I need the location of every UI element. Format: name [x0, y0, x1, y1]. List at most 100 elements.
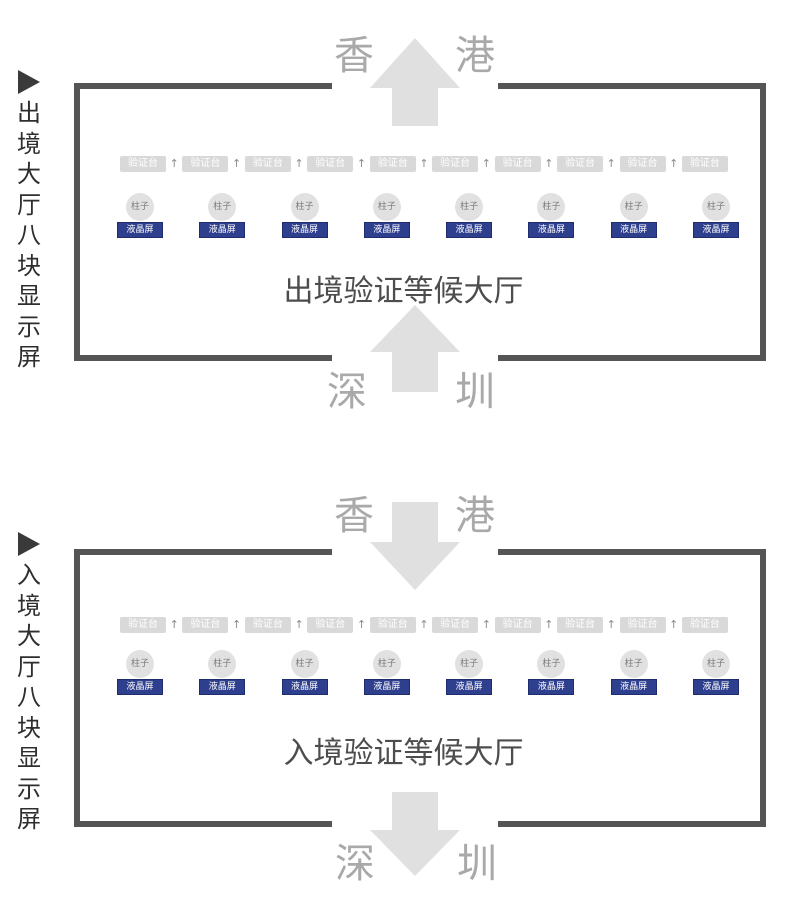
small-up-arrow-icon: ↑ [232, 618, 242, 631]
display-unit: 柱子 液晶屏 [277, 650, 333, 695]
inspection-counter: 验证台 [494, 617, 541, 633]
down-arrow-icon [370, 502, 460, 590]
pillar: 柱子 [290, 650, 319, 678]
inspection-counter: 验证台 [182, 156, 229, 172]
lcd-screen: 液晶屏 [692, 222, 739, 238]
display-unit: 柱子 液晶屏 [523, 193, 579, 238]
lcd-screen: 液晶屏 [199, 679, 246, 695]
side-label-char: 厅 [17, 190, 41, 219]
inspection-counter: 验证台 [182, 617, 229, 633]
small-up-arrow-icon: ↑ [481, 618, 492, 631]
lcd-screen: 液晶屏 [363, 222, 410, 238]
hall-wall-right [498, 549, 766, 827]
side-label-char: 块 [17, 713, 41, 742]
small-up-arrow-icon: ↑ [419, 618, 429, 631]
hall-name: 出境验证等候大厅 [283, 274, 524, 309]
side-label-char: 示 [17, 774, 41, 803]
pillar: 柱子 [455, 650, 484, 678]
pillar: 柱子 [126, 650, 154, 678]
display-unit: 柱子 液晶屏 [277, 193, 333, 238]
exit-hall-diagram: 出 境 大 厅 八 块 显 示 屏 香 港 深 圳 验证台 ↑ 验证台 ↑ 验证… [0, 0, 807, 440]
display-unit: 柱子 液晶屏 [441, 650, 497, 695]
city-hongkong-char-2: 港 [455, 493, 495, 539]
pillar: 柱子 [537, 650, 566, 678]
up-arrow-icon [370, 305, 460, 392]
side-label-char: 境 [17, 591, 41, 620]
pillar: 柱子 [126, 193, 154, 221]
inspection-counter: 验证台 [120, 156, 166, 172]
inspection-counter: 验证台 [432, 156, 479, 172]
small-up-arrow-icon: ↑ [481, 157, 492, 170]
inspection-counter: 验证台 [432, 617, 479, 633]
lcd-screen: 液晶屏 [446, 222, 493, 238]
pillar: 柱子 [455, 193, 484, 221]
small-up-arrow-icon: ↑ [606, 157, 616, 170]
small-up-arrow-icon: ↑ [169, 157, 179, 170]
hall-wall-left [74, 83, 332, 361]
display-unit: 柱子 液晶屏 [441, 193, 497, 238]
down-arrow-icon [370, 792, 460, 876]
display-unit: 柱子 液晶屏 [194, 650, 250, 695]
inspection-counter: 验证台 [369, 156, 416, 172]
small-up-arrow-icon: ↑ [356, 618, 367, 631]
lcd-screen: 液晶屏 [199, 222, 246, 238]
pillar: 柱子 [619, 193, 648, 221]
counter-row: 验证台 ↑ 验证台 ↑ 验证台 ↑ 验证台 ↑ 验证台 ↑ 验证台 ↑ 验证台 … [120, 616, 728, 634]
display-unit: 柱子 液晶屏 [606, 650, 662, 695]
pillar: 柱子 [372, 193, 401, 221]
inspection-counter: 验证台 [307, 156, 354, 172]
city-shenzhen-char-1: 深 [335, 841, 375, 887]
small-up-arrow-icon: ↑ [669, 618, 679, 631]
pillar: 柱子 [701, 193, 730, 221]
display-unit: 柱子 液晶屏 [112, 650, 168, 695]
small-up-arrow-icon: ↑ [606, 618, 616, 631]
inspection-counter: 验证台 [494, 156, 541, 172]
inspection-counter: 验证台 [681, 156, 728, 172]
small-up-arrow-icon: ↑ [544, 618, 554, 631]
city-hongkong-char-2: 港 [455, 33, 495, 79]
city-shenzhen-char-1: 深 [327, 369, 367, 415]
display-unit: 柱子 液晶屏 [523, 650, 579, 695]
play-triangle-icon [18, 70, 40, 94]
hall-wall-left [74, 549, 332, 827]
side-label-char: 大 [17, 622, 41, 650]
side-label-char: 显 [17, 282, 41, 310]
display-unit: 柱子 液晶屏 [194, 193, 250, 238]
lcd-screen: 液晶屏 [446, 679, 493, 695]
lcd-screen: 液晶屏 [281, 679, 328, 695]
small-up-arrow-icon: ↑ [669, 157, 679, 170]
small-up-arrow-icon: ↑ [169, 618, 179, 631]
inspection-counter: 验证台 [369, 617, 416, 633]
small-up-arrow-icon: ↑ [419, 157, 429, 170]
counter-row: 验证台 ↑ 验证台 ↑ 验证台 ↑ 验证台 ↑ 验证台 ↑ 验证台 ↑ 验证台 … [120, 155, 728, 173]
side-label-char: 大 [17, 160, 41, 188]
lcd-screen: 液晶屏 [363, 679, 410, 695]
small-up-arrow-icon: ↑ [294, 618, 304, 631]
side-label-char: 显 [17, 744, 41, 772]
inspection-counter: 验证台 [619, 156, 666, 172]
lcd-screen: 液晶屏 [528, 679, 575, 695]
lcd-screen: 液晶屏 [692, 679, 739, 695]
lcd-screen: 液晶屏 [528, 222, 575, 238]
lcd-screen: 液晶屏 [281, 222, 328, 238]
entry-hall-diagram: 入 境 大 厅 八 块 显 示 屏 香 港 深 圳 验证台 ↑ 验证台 ↑ 验证… [0, 462, 807, 902]
pillar: 柱子 [208, 193, 237, 221]
exit-hall-outline [74, 38, 766, 392]
small-up-arrow-icon: ↑ [356, 157, 367, 170]
entry-side-label: 入 境 大 厅 八 块 显 示 屏 [12, 532, 46, 835]
display-unit: 柱子 液晶屏 [688, 193, 744, 238]
side-label-char: 境 [17, 129, 41, 158]
pillar: 柱子 [537, 193, 566, 221]
city-shenzhen-char-2: 圳 [455, 369, 495, 415]
lcd-screen: 液晶屏 [117, 679, 163, 695]
exit-side-label: 出 境 大 厅 八 块 显 示 屏 [12, 70, 46, 373]
inspection-counter: 验证台 [681, 617, 728, 633]
small-up-arrow-icon: ↑ [294, 157, 304, 170]
inspection-counter: 验证台 [307, 617, 354, 633]
city-shenzhen-char-2: 圳 [457, 841, 497, 887]
hall-name: 入境验证等候大厅 [283, 736, 524, 771]
display-unit-row: 柱子 液晶屏 柱子 液晶屏 柱子 液晶屏 柱子 液晶屏 柱子 液晶屏 柱子 液晶… [112, 193, 744, 238]
lcd-screen: 液晶屏 [117, 222, 163, 238]
inspection-counter: 验证台 [557, 156, 604, 172]
pillar: 柱子 [208, 650, 237, 678]
